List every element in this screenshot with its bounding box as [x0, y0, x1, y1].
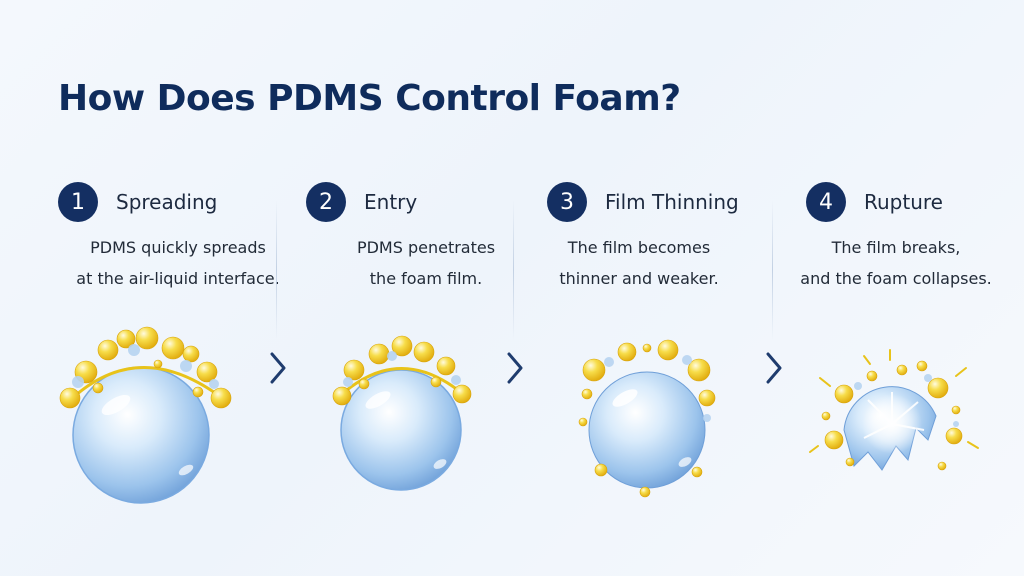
step-rupture: 4 Rupture The film breaks, and the foam … [800, 180, 1024, 510]
step-number-badge: 3 [547, 182, 587, 222]
bubble-spreading-icon [59, 326, 232, 504]
step-header: 1 Spreading [58, 180, 217, 224]
step-header: 2 Entry [306, 180, 417, 224]
step-description-line: at the air-liquid interface. [76, 269, 280, 288]
step-title: Entry [364, 190, 418, 214]
step-description-line: PDMS penetrates [356, 238, 496, 257]
step-header: 3 Film Thinning [547, 180, 739, 224]
step-divider [772, 200, 773, 340]
step-description: The film becomes thinner and weaker. [519, 232, 759, 294]
step-description-line: The film breaks, [831, 238, 961, 257]
chevron-right-icon [270, 352, 286, 384]
step-description-line: thinner and weaker. [559, 269, 719, 288]
step-number-badge: 4 [806, 182, 846, 222]
step-description-line: the foam film. [369, 269, 483, 288]
step-description-line: and the foam collapses. [800, 269, 992, 288]
step-title: Film Thinning [605, 190, 739, 214]
step-divider [513, 200, 514, 340]
step-number-badge: 1 [58, 182, 98, 222]
step-title: Rupture [864, 190, 943, 214]
bubble-rupture-icon [809, 349, 979, 471]
step-number-badge: 2 [306, 182, 346, 222]
step-description: The film breaks, and the foam collapses. [776, 232, 1016, 294]
step-description-line: PDMS quickly spreads [90, 238, 266, 257]
step-film-thinning: 3 Film Thinning The film becomes thinner… [547, 180, 787, 510]
chevron-right-icon [766, 352, 782, 384]
step-spreading: 1 Spreading PDMS quickly spreads at the … [58, 180, 298, 510]
step-header: 4 Rupture [806, 180, 943, 224]
step-description-line: The film becomes [567, 238, 711, 257]
bubble-entry-icon [332, 335, 472, 491]
step-description: PDMS penetrates the foam film. [306, 232, 546, 294]
bubble-thinning-icon [578, 339, 716, 498]
chevron-right-icon [507, 352, 523, 384]
step-description: PDMS quickly spreads at the air-liquid i… [58, 232, 298, 294]
page-title: How Does PDMS Control Foam? [58, 78, 681, 119]
step-divider [276, 200, 277, 340]
step-entry: 2 Entry PDMS penetrates the foam film. [306, 180, 546, 510]
step-title: Spreading [116, 190, 218, 214]
